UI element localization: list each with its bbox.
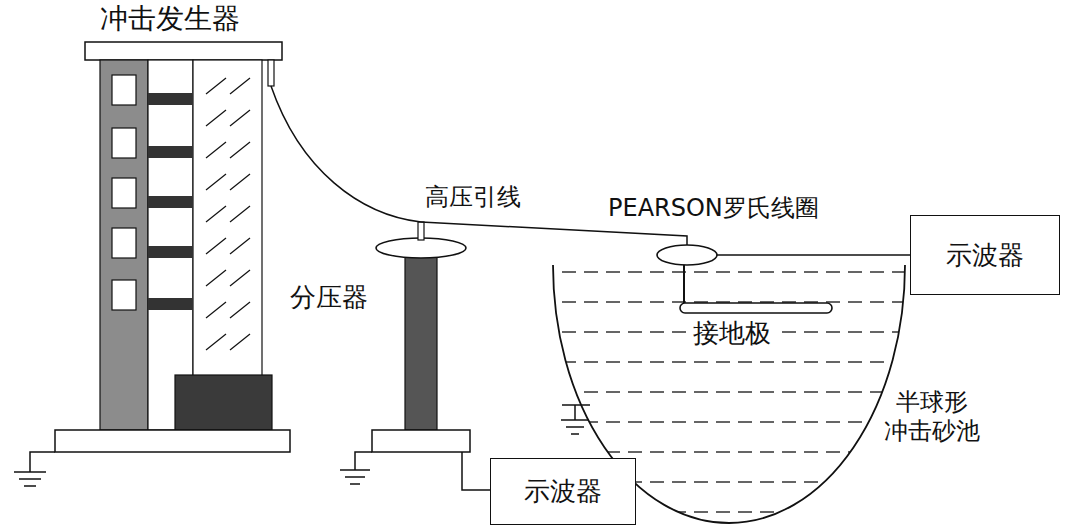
part-label: PEARSON罗氏线圈 [608, 194, 819, 223]
rogowski-coil [657, 245, 717, 265]
ground-symbol [340, 452, 372, 484]
box-label: 示波器 [946, 238, 1024, 273]
part-label: 半球形 冲击砂池 [880, 388, 983, 446]
part-label: 接地极 [690, 318, 774, 349]
oscilloscope-box: 示波器 [490, 458, 636, 525]
signal-wires [271, 86, 910, 490]
impulse-generator [55, 42, 290, 452]
part-label: 分压器 [290, 282, 368, 313]
part-label: 高压引线 [425, 183, 521, 212]
part-label: 冲击发生器 [100, 2, 240, 36]
grounding-electrode [680, 262, 832, 313]
ground-symbol [561, 405, 590, 434]
ground-symbol [14, 452, 55, 486]
voltage-divider [372, 222, 470, 452]
oscilloscope-box: 示波器 [910, 215, 1060, 295]
box-label: 示波器 [524, 474, 602, 509]
